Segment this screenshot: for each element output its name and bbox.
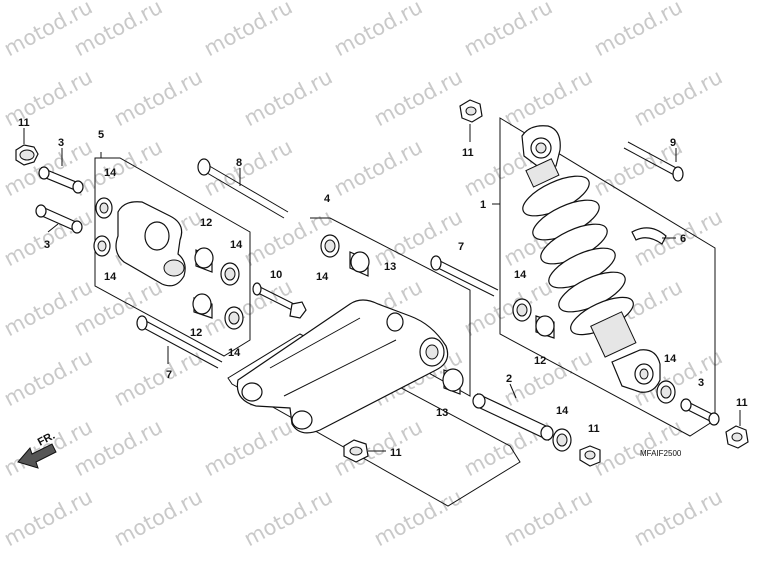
callout-14: 14 xyxy=(664,353,677,365)
callout-14: 14 xyxy=(230,239,243,251)
callout-11: 11 xyxy=(588,423,600,435)
callout-13: 13 xyxy=(436,407,448,419)
callout-14: 14 xyxy=(556,405,569,417)
group-5-bracket xyxy=(94,157,251,357)
bearing-13-b xyxy=(442,368,464,395)
bearing-14-b xyxy=(93,235,111,257)
callout-9: 9 xyxy=(670,137,676,149)
connecting-rod-4 xyxy=(236,299,449,434)
bolt-9 xyxy=(623,141,684,182)
bearing-14-d xyxy=(224,306,244,330)
bearing-14-f xyxy=(552,428,572,452)
callout-3: 3 xyxy=(44,239,50,251)
bearing-13-a xyxy=(349,251,370,277)
bearing-12-a xyxy=(194,247,214,273)
drawing-code: MFAIF2500 xyxy=(640,449,682,458)
nut-11-top-left xyxy=(15,128,39,166)
bearing-14-h xyxy=(656,380,676,404)
callout-12: 12 xyxy=(534,355,546,367)
collar-2 xyxy=(472,383,554,442)
bearing-14-e xyxy=(320,234,340,258)
callout-12: 12 xyxy=(190,327,202,339)
group-1-bracket xyxy=(499,117,716,437)
cushion-arm-5 xyxy=(115,201,186,287)
front-direction-arrow xyxy=(17,443,57,469)
callout-14: 14 xyxy=(514,269,527,281)
callout-14: 14 xyxy=(104,167,117,179)
bolt-7-middle xyxy=(430,255,499,297)
callout-2: 2 xyxy=(506,373,512,385)
group-4-lower-bracket xyxy=(227,333,521,507)
rear-shock-absorber-1 xyxy=(521,125,661,393)
callout-14: 14 xyxy=(104,271,117,283)
front-direction-label: FR. xyxy=(36,430,57,449)
bolt-7-left xyxy=(136,315,223,369)
callout-11: 11 xyxy=(18,117,30,129)
callout-3: 3 xyxy=(58,137,64,149)
nut-11-top-shock xyxy=(459,99,483,142)
callout-14: 14 xyxy=(316,271,329,283)
callout-8: 8 xyxy=(236,157,242,169)
callout-7: 7 xyxy=(458,241,464,253)
bolt-10 xyxy=(252,282,307,319)
collar-3-lower xyxy=(35,204,83,234)
bearing-12-b xyxy=(192,293,213,319)
callout-13: 13 xyxy=(384,261,396,273)
collar-3-right xyxy=(680,398,720,426)
spring-coils xyxy=(522,175,634,336)
callout-4: 4 xyxy=(324,193,331,205)
callout-5: 5 xyxy=(98,129,104,141)
collar-3-upper xyxy=(38,148,84,194)
bearing-14-a xyxy=(95,197,113,219)
bearing-14-g xyxy=(512,298,532,322)
bearing-14-c xyxy=(220,262,240,286)
nut-11-bottom xyxy=(343,439,386,463)
bearing-12-c xyxy=(535,315,555,339)
callout-10: 10 xyxy=(270,269,282,281)
callout-14: 14 xyxy=(228,347,241,359)
nut-11-bottom-right xyxy=(725,410,749,449)
label-strip-6 xyxy=(631,227,676,245)
callout-11: 11 xyxy=(462,147,474,159)
bolt-8 xyxy=(197,158,289,219)
callout-11: 11 xyxy=(390,447,402,459)
callout-7: 7 xyxy=(166,369,172,381)
callout-11: 11 xyxy=(736,397,748,409)
nut-11-lower-middle xyxy=(579,445,601,467)
callout-3: 3 xyxy=(698,377,704,389)
callout-1: 1 xyxy=(480,199,486,211)
callout-12: 12 xyxy=(200,217,212,229)
callout-6: 6 xyxy=(680,233,686,245)
